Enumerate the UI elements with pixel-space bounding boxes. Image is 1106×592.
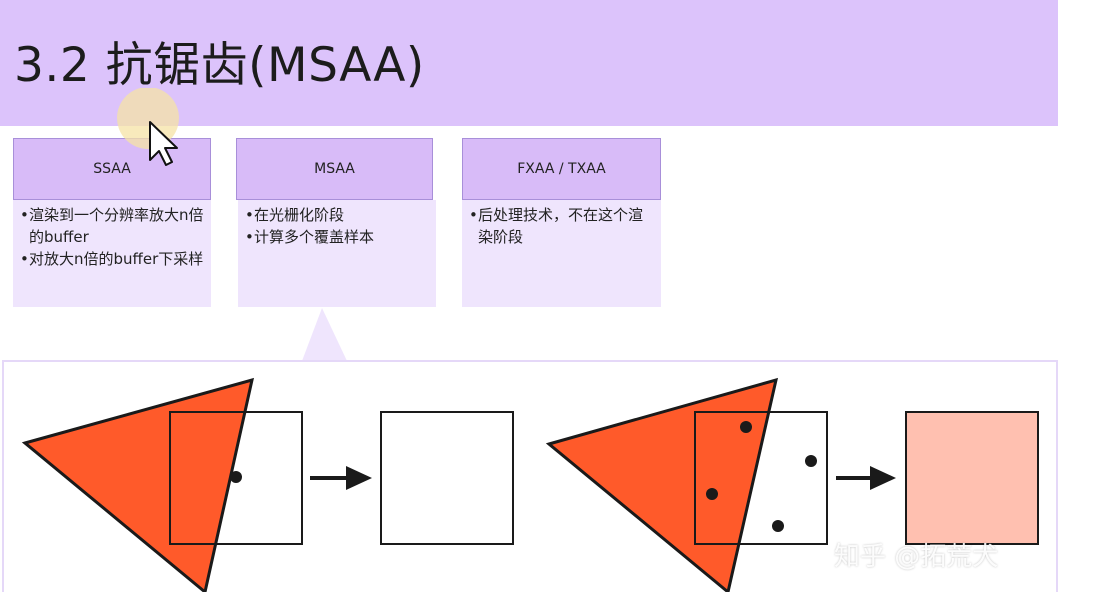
cursor-arrow	[149, 121, 178, 166]
ssaa-card-body: •渲染到一个分辨率放大n倍的buffer •对放大n倍的buffer下采样	[13, 200, 211, 307]
fxaa-card-title: FXAA / TXAA	[517, 161, 606, 177]
output-pixel	[380, 411, 514, 545]
bullet-text: 渲染到一个分辨率放大n倍的buffer	[29, 206, 204, 246]
msaa-card-header: MSAA	[236, 138, 433, 200]
sample-point	[230, 471, 242, 483]
sample-point	[706, 488, 718, 500]
bullet-text: 对放大n倍的buffer下采样	[29, 250, 204, 268]
ssaa-card-title: SSAA	[93, 161, 131, 177]
bullet-item: •在光栅化阶段	[245, 206, 345, 224]
sample-point	[772, 520, 784, 532]
msaa-diagram	[2, 308, 1058, 592]
callout-pointer	[302, 308, 347, 361]
watermark: 知乎 @拓荒犬	[834, 542, 999, 572]
pixel-square	[169, 411, 303, 545]
bullet-item: •后处理技术，不在这个渲染阶段	[469, 204, 655, 248]
bullet-item: •对放大n倍的buffer下采样	[20, 250, 204, 268]
fxaa-card-header: FXAA / TXAA	[462, 138, 661, 200]
triangle-shape	[21, 377, 255, 592]
msaa-card-body: •在光栅化阶段 •计算多个覆盖样本	[238, 200, 436, 307]
pixel-square	[694, 411, 828, 545]
arrow-head	[346, 466, 372, 490]
sample-point	[805, 455, 817, 467]
mouse-pointer-icon	[117, 88, 179, 166]
bullet-text: 在光栅化阶段	[254, 206, 345, 224]
ssaa-card-header: SSAA	[13, 138, 211, 200]
bullet-item: •计算多个覆盖样本	[245, 228, 375, 246]
arrow-head	[870, 466, 896, 490]
resolved-pixel	[905, 411, 1039, 545]
bullet-text: 后处理技术，不在这个渲染阶段	[478, 206, 644, 246]
triangle-shape	[545, 377, 779, 592]
sample-point	[740, 421, 752, 433]
bullet-item: •渲染到一个分辨率放大n倍的buffer	[20, 206, 204, 246]
title-bar: 3.2 抗锯齿(MSAA)	[0, 0, 1058, 126]
slide-title: 3.2 抗锯齿(MSAA)	[14, 38, 425, 93]
msaa-card-title: MSAA	[314, 161, 355, 177]
fxaa-card-body: •后处理技术，不在这个渲染阶段	[462, 200, 661, 307]
bullet-text: 计算多个覆盖样本	[254, 228, 375, 246]
